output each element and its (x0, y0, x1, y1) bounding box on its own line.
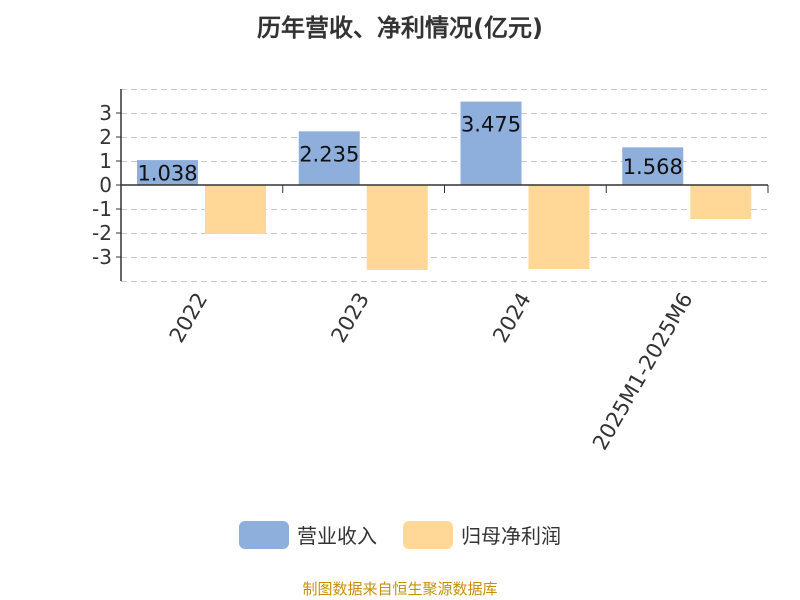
y-tick-label: -1 (92, 197, 112, 221)
legend-label: 营业收入 (297, 524, 377, 548)
y-tick-label: 2 (99, 125, 112, 149)
bar-revenue (137, 160, 198, 185)
y-tick-label: 3 (99, 101, 112, 125)
bar-revenue (298, 131, 360, 185)
x-tick-label: 2023 (326, 289, 374, 347)
data-label: 2.235 (299, 142, 359, 166)
bar-net-profit (528, 185, 590, 269)
chart-title: 历年营收、净利情况(亿元) (257, 14, 543, 42)
x-tick-label: 2024 (488, 289, 536, 347)
y-tick-label: 0 (99, 173, 112, 197)
source-note: 制图数据来自恒生聚源数据库 (302, 580, 498, 598)
legend: 营业收入 归母净利润 (0, 520, 800, 549)
x-tick-label: 2022 (165, 289, 213, 347)
y-tick-label: -3 (92, 245, 112, 269)
y-tick-label: 1 (99, 149, 112, 173)
bar-revenue (622, 147, 684, 185)
legend-label: 归母净利润 (461, 524, 561, 548)
legend-item-net-profit[interactable]: 归母净利润 (403, 520, 561, 549)
legend-swatch-net-profit (403, 520, 453, 549)
bar-net-profit (366, 185, 428, 270)
data-label: 3.475 (461, 113, 521, 137)
bar-net-profit (205, 185, 266, 234)
legend-swatch-revenue (239, 520, 289, 549)
x-tick-label: 2025M1-2025M6 (588, 289, 698, 455)
bar-revenue (460, 101, 522, 185)
bar-net-profit (690, 185, 752, 220)
legend-item-revenue[interactable]: 营业收入 (239, 520, 377, 549)
y-tick-label: -2 (92, 221, 112, 245)
data-label: 1.568 (623, 155, 683, 179)
data-label: 1.038 (137, 162, 197, 186)
